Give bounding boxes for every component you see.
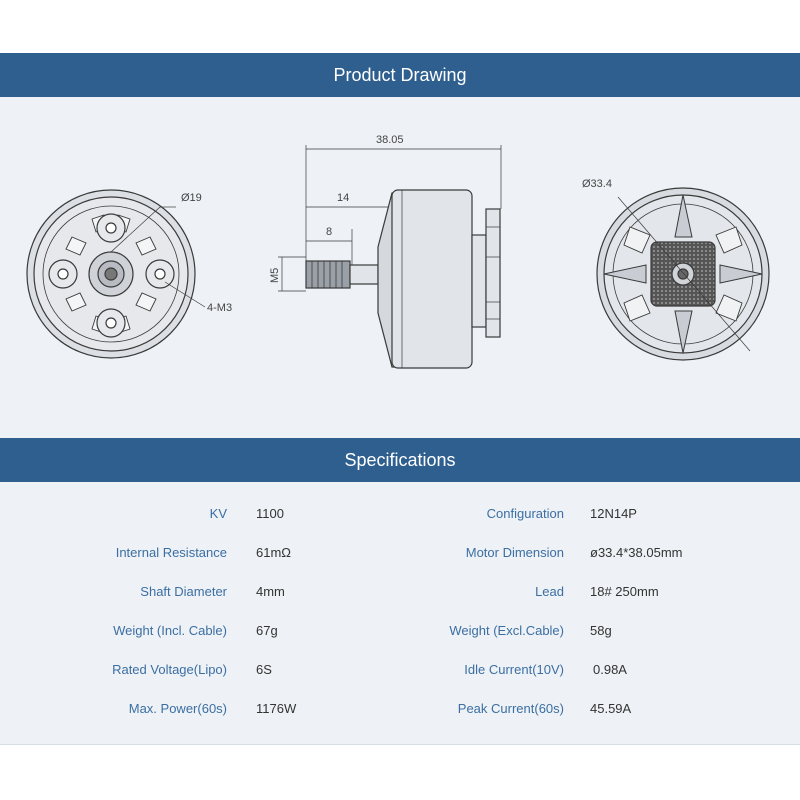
- specifications-title: Specifications: [344, 449, 456, 470]
- spec-row: Weight (Incl. Cable) 67g Weight (Excl.Ca…: [0, 623, 800, 643]
- product-drawing-banner: Product Drawing: [0, 53, 800, 97]
- spec-left-value: 1100: [256, 506, 284, 521]
- top-view: [596, 187, 770, 361]
- spec-right-label: Configuration: [486, 506, 564, 521]
- spec-left-value: 6S: [256, 662, 272, 677]
- product-drawing-title: Product Drawing: [333, 64, 467, 85]
- dim-4m3-label: 4-M3: [207, 302, 232, 314]
- spec-row: Shaft Diameter 4mm Lead 18# 250mm: [0, 584, 800, 604]
- spec-row: KV 1100 Configuration 12N14P: [0, 506, 800, 526]
- spec-right-value: 12N14P: [590, 506, 637, 521]
- spec-right-label: Motor Dimension: [465, 545, 564, 560]
- side-view: [278, 145, 502, 369]
- spec-left-label: Shaft Diameter: [140, 584, 227, 599]
- bottom-view: [26, 189, 206, 359]
- spec-left-label: Max. Power(60s): [128, 701, 227, 716]
- specifications-banner: Specifications: [0, 438, 800, 482]
- spec-left-label: KV: [209, 506, 227, 521]
- drawing-area: Ø19 4-M3: [0, 97, 800, 438]
- dim-8-label: 8: [326, 226, 332, 238]
- dim-m5-label: M5: [269, 268, 281, 283]
- spec-right-value: 0.98A: [593, 662, 627, 677]
- spec-right-value: 58g: [590, 623, 612, 638]
- spec-right-label: Peak Current(60s): [457, 701, 564, 716]
- spec-left-label: Rated Voltage(Lipo): [112, 662, 227, 677]
- spec-row: Internal Resistance 61mΩ Motor Dimension…: [0, 545, 800, 565]
- spec-left-value: 1176W: [256, 701, 297, 716]
- spec-row: Rated Voltage(Lipo) 6S Idle Current(10V)…: [0, 662, 800, 682]
- spec-right-label: Lead: [535, 584, 564, 599]
- spec-left-label: Weight (Incl. Cable): [113, 623, 227, 638]
- spec-right-label: Weight (Excl.Cable): [449, 623, 564, 638]
- spec-left-value: 67g: [256, 623, 278, 638]
- dim-overall-label: 38.05: [376, 134, 404, 146]
- spec-right-label: Idle Current(10V): [464, 662, 564, 677]
- spec-row: Max. Power(60s) 1176W Peak Current(60s) …: [0, 701, 800, 721]
- dim-phi19-label: Ø19: [181, 192, 202, 204]
- dim-phi33-label: Ø33.4: [582, 178, 612, 190]
- spec-right-value: ø33.4*38.05mm: [590, 545, 683, 560]
- spec-right-value: 45.59A: [590, 701, 632, 716]
- spec-left-value: 4mm: [256, 584, 285, 599]
- motor-drawing: Ø19 4-M3: [26, 134, 770, 369]
- specifications-table: KV 1100 Configuration 12N14P Internal Re…: [0, 482, 800, 745]
- spec-left-value: 61mΩ: [256, 545, 292, 560]
- spec-left-label: Internal Resistance: [115, 545, 227, 560]
- spec-right-value: 18# 250mm: [590, 584, 659, 599]
- dim-14-label: 14: [337, 192, 349, 204]
